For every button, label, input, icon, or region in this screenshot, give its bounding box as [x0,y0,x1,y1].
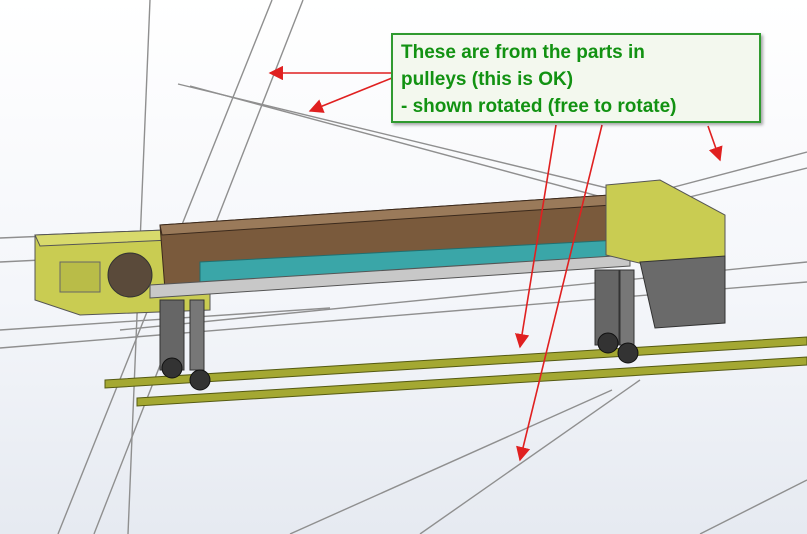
rail-track[interactable] [104,336,807,407]
callout-line-2: pulleys (this is OK) [401,69,574,90]
callout-line-3: - shown rotated (free to rotate) [401,96,677,117]
conveyor-assembly[interactable] [34,179,726,391]
annotation-arrows [268,65,723,462]
callout-line-1: These are from the parts in [401,42,645,63]
annotation-callout: These are from the parts in pulleys (thi… [391,33,761,123]
